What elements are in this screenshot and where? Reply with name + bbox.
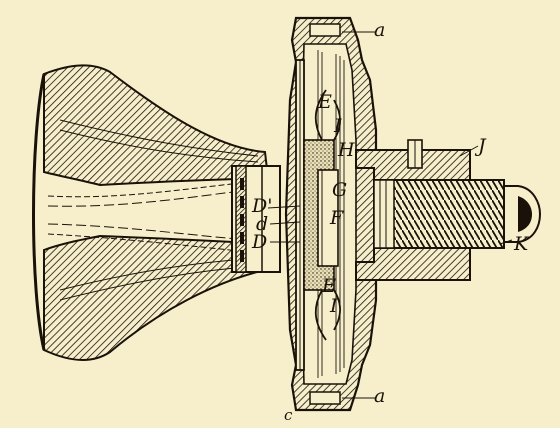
horn-mouthpiece: [32, 64, 270, 362]
label-j: J: [474, 135, 487, 157]
horn-rim: [32, 73, 46, 351]
label-d-prime: D': [251, 195, 272, 217]
label-i-bottom: I: [329, 295, 338, 317]
label-d-small: d: [256, 213, 268, 235]
label-e-bottom: E: [321, 275, 336, 297]
label-a-top: a: [374, 19, 385, 41]
label-a-bottom: a: [374, 385, 385, 407]
carbon-chamber: [303, 139, 339, 291]
leader-lines: [267, 31, 513, 399]
horn-upper-wall: [43, 64, 270, 187]
label-d: D: [251, 231, 267, 253]
throat-tube: [231, 165, 281, 273]
label-h: H: [337, 139, 355, 161]
label-c: c: [284, 406, 293, 424]
top-screw-slot: [309, 23, 341, 37]
labels: a E I H J G F D' d D K E I a c: [251, 19, 530, 424]
label-g: G: [332, 179, 347, 201]
label-i-top: I: [333, 115, 342, 137]
bottom-screw-slot: [309, 391, 341, 405]
label-f: F: [329, 207, 344, 229]
spring-arms: [314, 89, 341, 341]
terminal-screw: [373, 179, 542, 249]
diaphragm: [295, 59, 305, 371]
label-e-top: E: [317, 91, 332, 113]
label-k: K: [513, 233, 530, 255]
